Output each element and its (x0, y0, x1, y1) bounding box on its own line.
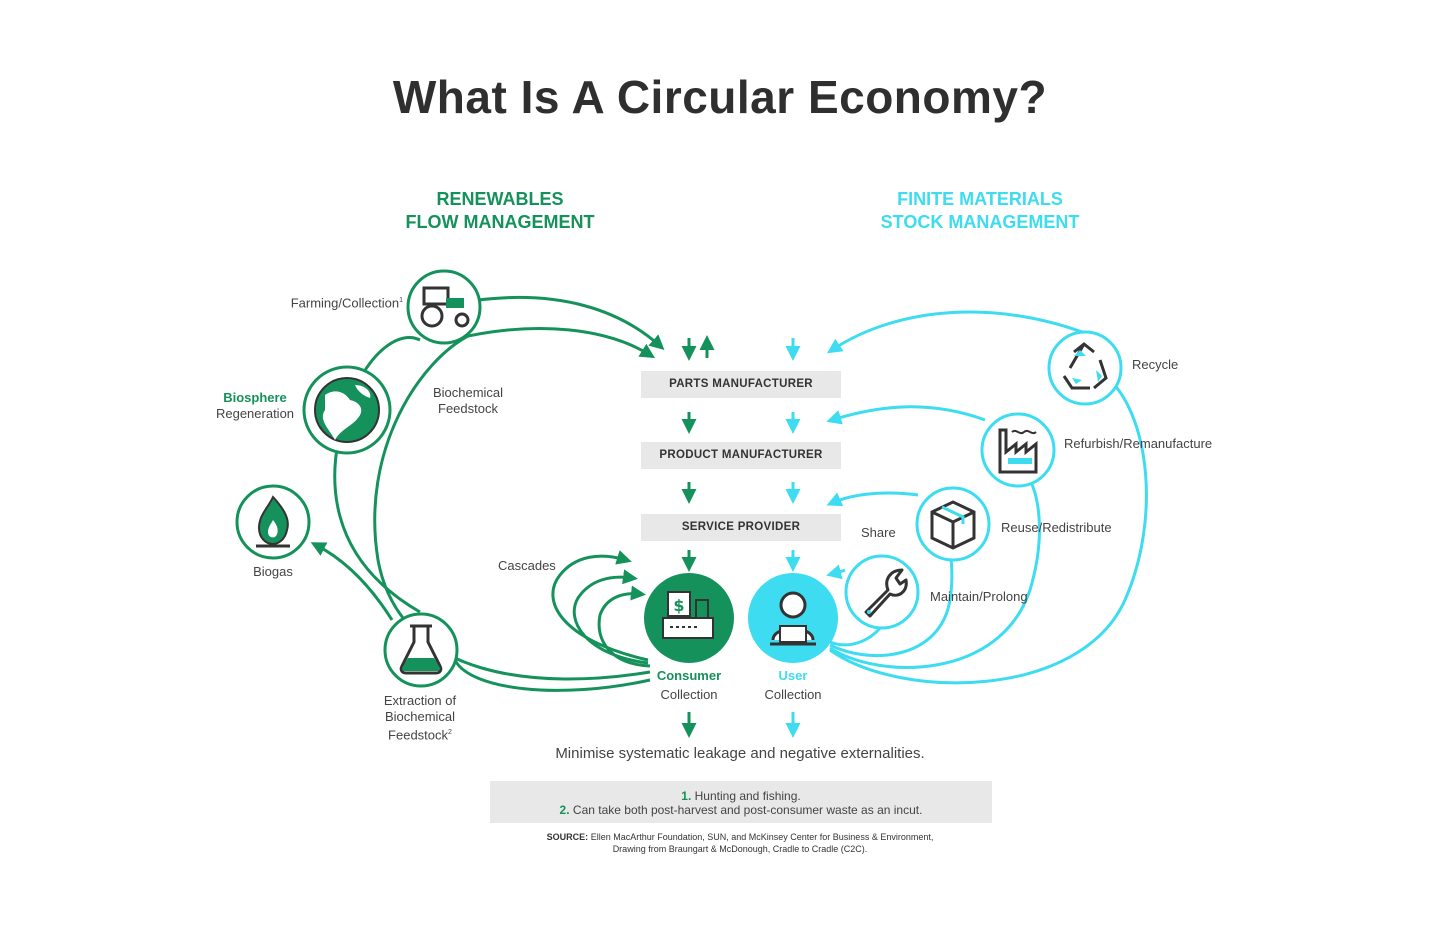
extraction-label-line1: Extraction of (383, 693, 457, 708)
vertical-arrows (681, 335, 801, 738)
consumer-feedback-loop (373, 333, 651, 681)
footnote-1-number: 1. (681, 789, 692, 803)
user-label-sub: Collection (764, 687, 822, 702)
cascade-arc-3 (597, 585, 651, 668)
globe-icon (302, 365, 392, 455)
user-label: User Collection (743, 668, 843, 703)
footnote-2-number: 2. (559, 803, 570, 817)
user-laptop-icon (748, 573, 838, 663)
user-label-title: User (778, 668, 808, 683)
page-title: What Is A Circular Economy? (392, 71, 1048, 123)
flask-icon (383, 612, 459, 688)
recycle-to-parts (826, 310, 1091, 354)
cascades-label: Cascades (498, 558, 556, 573)
farming-label-text: Farming/Collection (290, 295, 400, 311)
biosphere-label-title: Biosphere (223, 390, 287, 405)
user-reuse-loop (829, 549, 954, 657)
finite-header-line1: FINITE MATERIALS (897, 189, 1063, 209)
maintain-to-user (826, 564, 846, 580)
source-label: SOURCE: (546, 832, 589, 842)
recycle-label: Recycle (1132, 357, 1179, 372)
flame-icon (235, 484, 311, 560)
extraction-footnote-mark: 2 (448, 729, 452, 736)
refurbish-to-product (826, 405, 986, 425)
renewables-header-line2: FLOW MANAGEMENT (405, 212, 595, 232)
user-refurbish-loop (829, 479, 1041, 669)
finite-flows (826, 310, 1148, 685)
share-label: Share (861, 525, 896, 540)
factory-icon (980, 412, 1056, 488)
parts-manufacturer-box: PARTS MANUFACTURER (641, 371, 841, 398)
maintain-label: Maintain/Prolong (930, 589, 1028, 604)
biogas-label: Biogas (253, 564, 293, 579)
consumer-label-sub: Collection (660, 687, 718, 702)
renewables-header: RENEWABLES FLOW MANAGEMENT (360, 188, 640, 234)
cascade-arc-1 (551, 550, 649, 662)
user-maintain-loop (829, 626, 882, 647)
biochemical-feedstock-label: Biochemical Feedstock (418, 385, 518, 417)
refurbish-label: Refurbish/Remanufacture (1064, 436, 1213, 451)
cash-register-icon: $ (644, 573, 734, 663)
source-credit: SOURCE: Ellen MacArthur Foundation, SUN,… (440, 831, 1040, 855)
extraction-label-line2: Biochemical (384, 709, 456, 724)
farming-to-parts-arc (477, 295, 665, 351)
consumer-label-title: Consumer (656, 668, 722, 683)
footnote-1-text: Hunting and fishing. (694, 789, 801, 803)
biosphere-label-sub: Regeneration (215, 406, 295, 421)
feedstock-label-line1: Biochemical (432, 385, 504, 400)
finite-materials-header: FINITE MATERIALS STOCK MANAGEMENT (840, 188, 1120, 234)
farming-label: Farming/Collection1 (258, 293, 403, 311)
footnotes-box: 1. Hunting and fishing. 2. Can take both… (490, 781, 992, 823)
reuse-label: Reuse/Redistribute (1001, 520, 1112, 535)
tagline: Minimise systematic leakage and negative… (555, 745, 925, 762)
wrench-icon (844, 554, 920, 630)
service-provider-box: SERVICE PROVIDER (641, 514, 841, 541)
user-recycle-loop (829, 378, 1148, 685)
extraction-label: Extraction of Biochemical Feedstock2 (360, 693, 480, 743)
extraction-label-line3: Feedstock (388, 727, 449, 743)
feedstock-label-line2: Feedstock (438, 401, 498, 416)
svg-text:$: $ (673, 596, 684, 615)
footnote-2-text: Can take both post-harvest and post-cons… (572, 803, 923, 817)
biosphere-label: Biosphere Regeneration (205, 390, 305, 422)
source-line2: Drawing from Braungart & McDonough, Crad… (612, 844, 868, 854)
source-line1: Ellen MacArthur Foundation, SUN, and McK… (590, 832, 934, 842)
farming-to-parts-arc-2 (449, 327, 656, 359)
reuse-to-service (826, 491, 919, 507)
cascade-arc-2 (572, 569, 649, 665)
product-manufacturer-box: PRODUCT MANUFACTURER (641, 442, 841, 469)
renewables-flows (310, 295, 665, 692)
farming-footnote-mark: 1 (399, 297, 403, 304)
recycle-icon (1047, 330, 1123, 406)
tractor-icon (406, 269, 482, 345)
box-icon (915, 486, 991, 562)
consumer-label: Consumer Collection (639, 668, 739, 703)
renewables-header-line1: RENEWABLES (436, 189, 564, 209)
consumer-to-extraction (453, 659, 651, 692)
finite-header-line2: STOCK MANAGEMENT (880, 212, 1080, 232)
extraction-to-biogas (310, 542, 394, 621)
